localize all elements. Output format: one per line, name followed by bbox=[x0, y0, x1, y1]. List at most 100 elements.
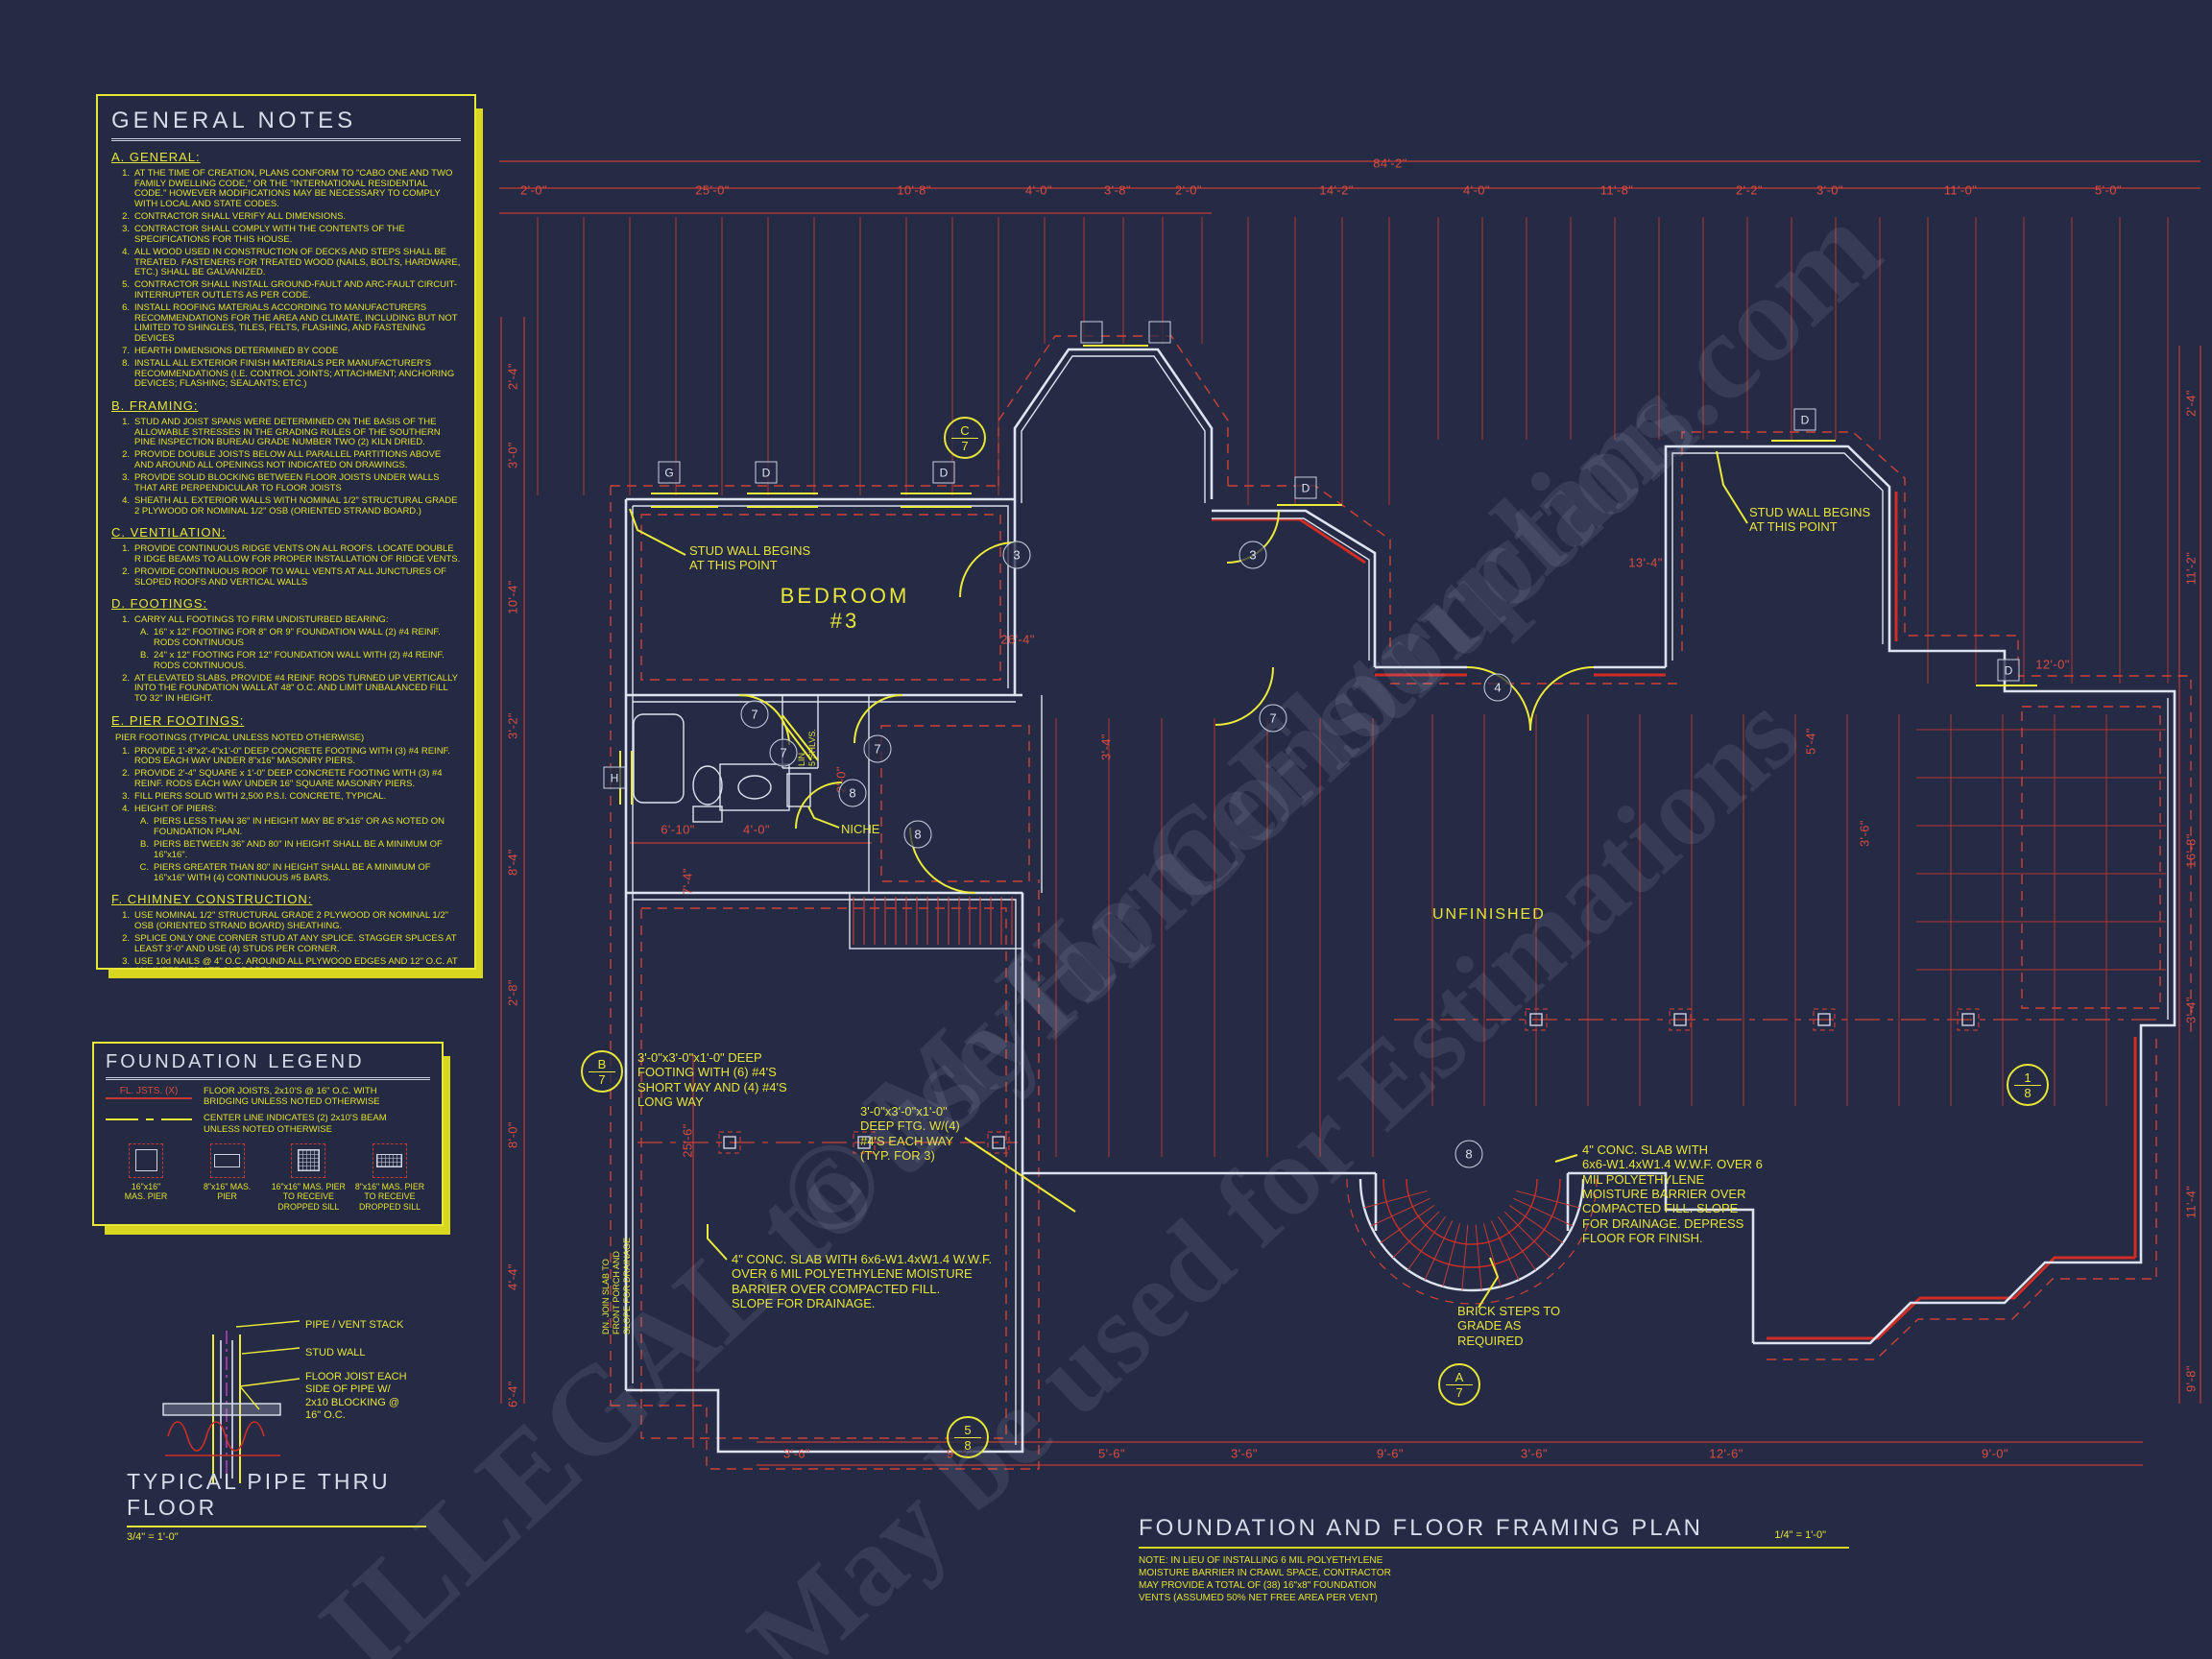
notes-section-intro: PIER FOOTINGS (TYPICAL UNLESS NOTED OTHE… bbox=[115, 732, 365, 743]
note-item: 2.PROVIDE CONTINUOUS ROOF TO WALL VENTS … bbox=[115, 565, 461, 588]
note-item-number: 2. bbox=[122, 565, 130, 577]
bathtub bbox=[633, 713, 685, 804]
plan-scale: 1/4" = 1'-0" bbox=[1774, 1529, 1826, 1541]
note-item: 1.USE NOMINAL 1/2" STRUCTURAL GRADE 2 PL… bbox=[115, 910, 461, 931]
note-item-number: 2. bbox=[122, 449, 130, 461]
dimension-label: 2'-0" bbox=[1175, 182, 1202, 198]
note-item-number: 1. bbox=[122, 417, 130, 427]
circle-marker: 7 bbox=[769, 738, 798, 767]
dimension-label: 3'-0" bbox=[1816, 182, 1843, 198]
section-marker-letter: B bbox=[597, 1056, 607, 1071]
notes-section: B. FRAMING:1.STUD AND JOIST SPANS WERE D… bbox=[111, 398, 461, 517]
pipe-detail-scale: 3/4" = 1'-0" bbox=[127, 1531, 179, 1543]
notes-section-heading: A. GENERAL: bbox=[111, 150, 201, 164]
dimension-label: 10'-4" bbox=[505, 580, 520, 614]
dimension-label: 9'-0" bbox=[1982, 1446, 2008, 1461]
dimension-label: 3'-0" bbox=[505, 442, 520, 469]
dimension-label: 8'-0" bbox=[505, 1121, 520, 1148]
legend-pier: 16"x16" MAS. PIER bbox=[106, 1142, 186, 1212]
note-item: 6.INSTALL ROOFING MATERIALS ACCORDING TO… bbox=[115, 302, 461, 345]
square-marker: D bbox=[1294, 476, 1317, 499]
note-item-number: 1. bbox=[122, 910, 130, 922]
plan-label: STUD WALL BEGINS AT THIS POINT bbox=[689, 543, 811, 573]
dimension-label: 2'-4" bbox=[505, 363, 520, 390]
note-item-number: 1. bbox=[122, 168, 130, 179]
note-item-number: 7. bbox=[122, 346, 130, 356]
note-item-number: A. bbox=[140, 816, 149, 828]
note-item-text: CONTRACTOR SHALL COMPLY WITH THE CONTENT… bbox=[134, 224, 405, 245]
dimension-label: 84'-2" bbox=[1373, 156, 1407, 171]
legend-floor-joists-row: FL. JSTS. (X) FLOOR JOISTS, 2x10'S @ 16"… bbox=[106, 1086, 430, 1107]
dimension-label: 25'-0" bbox=[695, 182, 730, 198]
dimension-label: 5'-0" bbox=[2095, 182, 2122, 198]
plan-label: 3'-0"x3'-0"x1'-0" DEEP FTG. W/(4) #4'S E… bbox=[860, 1104, 960, 1163]
dimension-label: 9'-6" bbox=[1377, 1446, 1404, 1461]
notes-section: F. CHIMNEY CONSTRUCTION:1.USE NOMINAL 1/… bbox=[111, 892, 461, 968]
joist-lines bbox=[537, 217, 2169, 1157]
note-item: C.PIERS GREATER THAN 80" IN HEIGHT SHALL… bbox=[134, 861, 461, 883]
dimension-label: 3'-6" bbox=[1521, 1446, 1548, 1461]
dimension-label: 7'-4" bbox=[680, 868, 695, 895]
note-item-number: 8. bbox=[122, 358, 130, 370]
pipe-detail-title-block: TYPICAL PIPE THRU FLOOR 3/4" = 1'-0" bbox=[127, 1469, 426, 1543]
section-marker-letter: 5 bbox=[964, 1422, 972, 1437]
dimension-label: 6'-4" bbox=[505, 1381, 520, 1407]
dimension-label: 3'-8" bbox=[1104, 182, 1131, 198]
masonry-piers bbox=[718, 1008, 1980, 1154]
pier-label: 16"x16" MAS. PIER TO RECEIVE DROPPED SIL… bbox=[271, 1181, 346, 1212]
plan-label: 3'-0"x3'-0"x1'-0" DEEP FOOTING WITH (6) … bbox=[637, 1050, 787, 1109]
plan-label: 4" CONC. SLAB WITH 6x6-W1.4xW1.4 W.W.F. … bbox=[1582, 1142, 1763, 1245]
note-item-number: 1. bbox=[122, 614, 130, 626]
dimension-label: 5'-6" bbox=[1098, 1446, 1125, 1461]
note-item-number: 3. bbox=[122, 955, 130, 967]
pier-symbol bbox=[372, 1142, 407, 1178]
note-item-number: 2. bbox=[122, 211, 130, 222]
note-item-number: B. bbox=[140, 839, 149, 851]
stairs-hatch bbox=[853, 897, 1013, 945]
dimension-label: 2'-0" bbox=[520, 182, 547, 198]
dimension-label: 3'-6" bbox=[1857, 820, 1872, 847]
yellow-annotations bbox=[619, 345, 2037, 1309]
pier-label: 16"x16" MAS. PIER bbox=[124, 1181, 168, 1202]
vanity bbox=[719, 763, 790, 811]
note-item-number: 1. bbox=[122, 543, 130, 555]
section-marker-number: 7 bbox=[589, 1070, 615, 1087]
dimension-label: 26'-4" bbox=[1000, 632, 1035, 647]
section-marker-letter: A bbox=[1455, 1369, 1464, 1384]
pier-symbol bbox=[129, 1142, 163, 1178]
note-item-text: AT ELEVATED SLABS, PROVIDE #4 REINF. ROD… bbox=[134, 672, 458, 704]
wall-inner-lines bbox=[632, 355, 2169, 1445]
note-item-text: INSTALL ROOFING MATERIALS ACCORDING TO M… bbox=[134, 302, 458, 344]
note-item-number: 2. bbox=[122, 932, 130, 944]
notes-section-heading: B. FRAMING: bbox=[111, 398, 199, 413]
note-item: 4.SHEATH ALL EXTERIOR WALLS WITH NOMINAL… bbox=[115, 495, 461, 517]
note-item-number: A. bbox=[140, 627, 149, 638]
note-item-text: HEIGHT OF PIERS: bbox=[134, 804, 217, 815]
foundation-legend-title: FOUNDATION LEGEND bbox=[106, 1051, 430, 1080]
section-marker-number: 8 bbox=[2014, 1084, 2041, 1100]
notes-section-heading: C. VENTILATION: bbox=[111, 525, 227, 541]
notes-section: C. VENTILATION: 1.PROVIDE CONTINUOUS RIDG… bbox=[111, 525, 461, 588]
dimension-label: 5'-4" bbox=[1803, 728, 1818, 755]
square-marker: H bbox=[603, 766, 626, 789]
note-item-text: PROVIDE 1'-8"x2'-4"x1'-0" DEEP CONCRETE … bbox=[134, 745, 450, 767]
square-marker: D bbox=[755, 461, 778, 484]
note-item-text: SPLICE ONLY ONE CORNER STUD AT ANY SPLIC… bbox=[134, 932, 457, 954]
section-marker-letter: C bbox=[960, 422, 970, 438]
dimension-label: 2'-2" bbox=[1736, 182, 1763, 198]
pier-symbol-inner bbox=[297, 1149, 320, 1172]
note-item-text: PIERS GREATER THAN 80" IN HEIGHT SHALL B… bbox=[154, 861, 431, 883]
note-item: 3.USE 10d NAILS @ 4" O.C. AROUND ALL PLY… bbox=[115, 955, 461, 968]
floor-joist-symbol: FL. JSTS. (X) bbox=[106, 1086, 192, 1099]
note-item: 7. HEARTH DIMENSIONS DETERMINED BY CODE bbox=[115, 346, 461, 357]
note-item-text: HEARTH DIMENSIONS DETERMINED BY CODE bbox=[134, 346, 339, 356]
note-item-text: CARRY ALL FOOTINGS TO FIRM UNDISTURBED B… bbox=[134, 614, 389, 626]
pipe-detail-callout: PIPE / VENT STACK bbox=[305, 1319, 404, 1331]
note-item-number: B. bbox=[140, 650, 149, 661]
dimension-label: 11'-0" bbox=[1943, 182, 1978, 198]
note-item-text: INSTALL ALL EXTERIOR FINISH MATERIALS PE… bbox=[134, 358, 455, 390]
note-item: 1.PROVIDE CONTINUOUS RIDGE VENTS ON ALL … bbox=[115, 543, 461, 565]
